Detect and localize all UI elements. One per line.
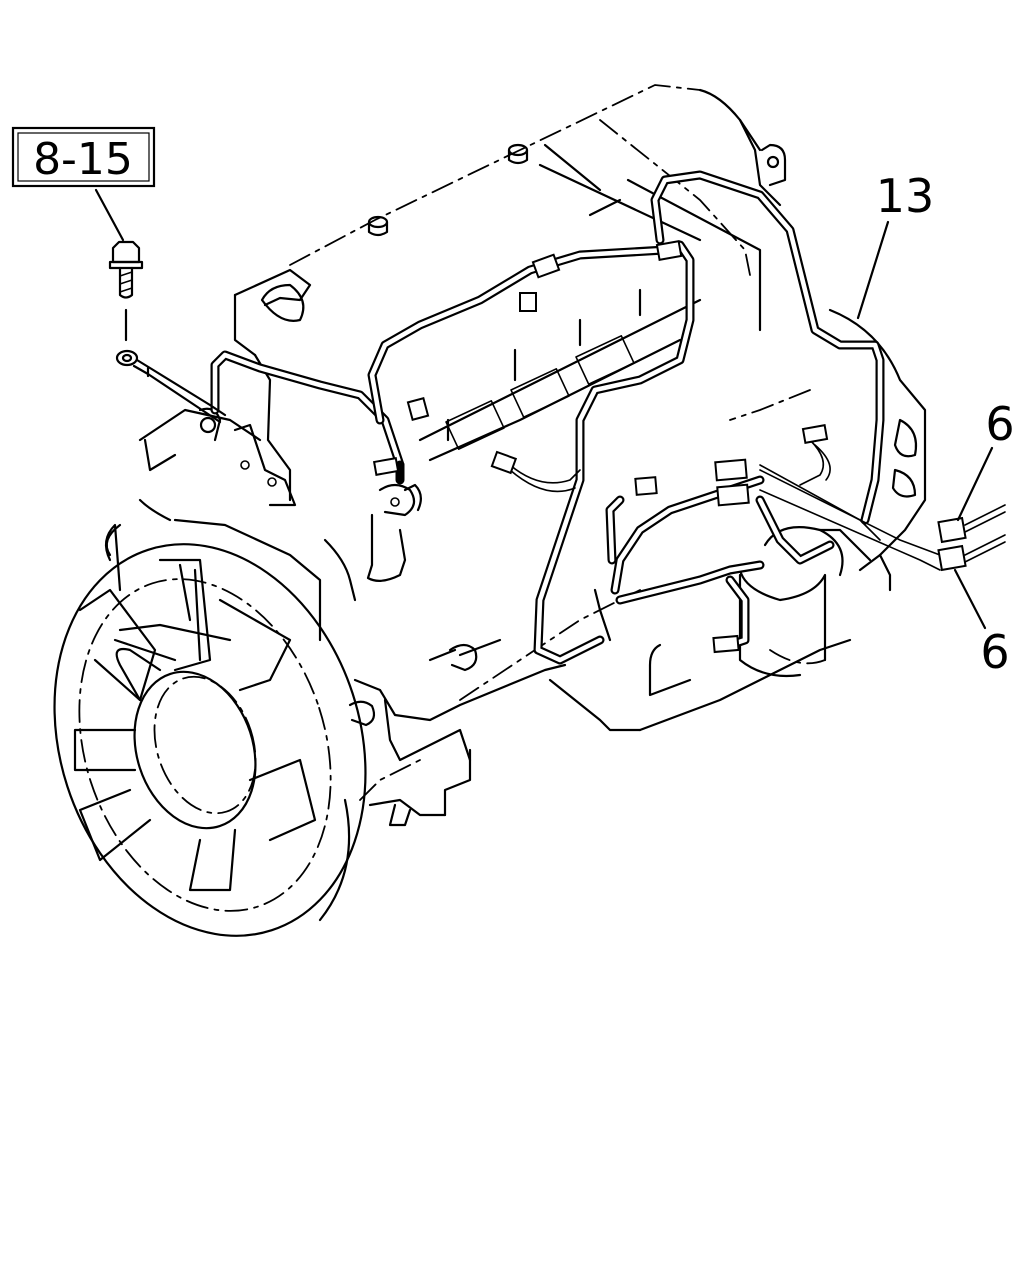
ground-bolt-assembly	[94, 188, 227, 424]
callout-6-upper: 6	[956, 397, 1015, 522]
harness-connectors	[372, 240, 967, 654]
reference-label: 8-15	[33, 134, 133, 185]
cooling-fan	[53, 523, 367, 937]
callout-6-lower: 6	[953, 568, 1010, 679]
callout-label-6-lower: 6	[980, 625, 1009, 679]
callout-label-6-upper: 6	[985, 397, 1014, 451]
callout-label-13: 13	[876, 169, 935, 223]
callout-13: 13	[856, 169, 935, 320]
reference-box: 8-15	[11, 126, 156, 188]
wiring-harness	[210, 170, 1006, 665]
engine-block	[105, 84, 927, 827]
